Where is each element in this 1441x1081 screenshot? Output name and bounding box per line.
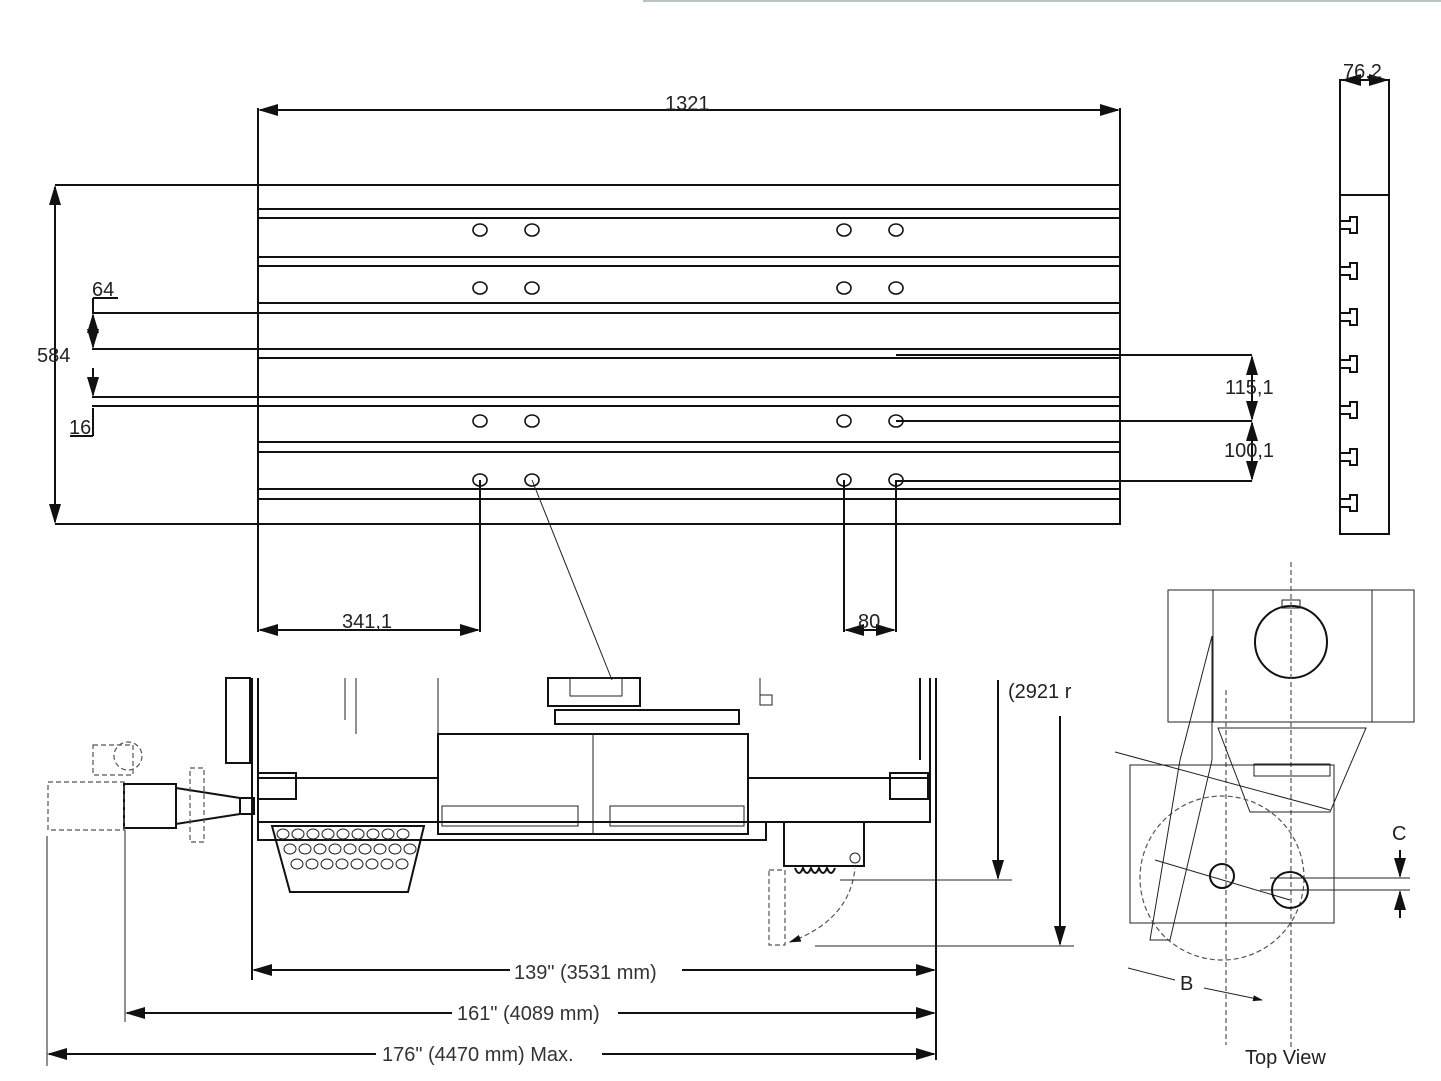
mounting-hole bbox=[524, 223, 540, 237]
dim-thickness-label: 76,2 bbox=[1343, 61, 1382, 83]
t-slot-profile bbox=[1340, 355, 1358, 373]
t-slot-profile bbox=[1340, 401, 1358, 419]
label-c: C bbox=[1392, 823, 1406, 845]
table-side-profile: 76,2 bbox=[1339, 61, 1390, 535]
label-b: B bbox=[1180, 973, 1193, 995]
vent-hole bbox=[366, 828, 380, 840]
dim-length-max-label: 176" (4470 mm) Max. bbox=[382, 1044, 574, 1066]
mounting-hole bbox=[888, 281, 904, 295]
top-view: C B Top View bbox=[1114, 562, 1415, 1069]
vent-hole bbox=[358, 843, 372, 855]
dim-hole-edge-label: 341,1 bbox=[342, 611, 392, 633]
mounting-hole bbox=[472, 281, 488, 295]
vent-hole bbox=[396, 828, 410, 840]
vent-hole bbox=[321, 828, 335, 840]
dim-height-label: (2921 r bbox=[1008, 681, 1072, 703]
mounting-hole bbox=[836, 223, 852, 237]
top-view-title: Top View bbox=[1245, 1047, 1326, 1069]
vent-hole bbox=[403, 843, 417, 855]
vent-hole bbox=[306, 828, 320, 840]
mounting-holes bbox=[472, 223, 904, 487]
machine-side-view: (2921 r 139" (3531 mm) 161" (4089 mm) 17… bbox=[46, 677, 1074, 1066]
vent-hole bbox=[350, 858, 364, 870]
vent-hole bbox=[365, 858, 379, 870]
vent-hole bbox=[305, 858, 319, 870]
vent-hole bbox=[283, 843, 297, 855]
dim-length-label: 1321 bbox=[665, 93, 710, 115]
dim-hole-spacing-label: 80 bbox=[858, 611, 880, 633]
t-slot-lines bbox=[258, 208, 1120, 500]
dim-hole-offset-1-label: 115,1 bbox=[1225, 377, 1274, 399]
vent-hole bbox=[290, 858, 304, 870]
t-slot-profile bbox=[1340, 216, 1358, 234]
vent-hole bbox=[336, 828, 350, 840]
vent-hole bbox=[381, 828, 395, 840]
dim-hole-offset-2-label: 100,1 bbox=[1224, 440, 1274, 462]
dim-slot-pitch-label: 64 bbox=[92, 279, 114, 301]
mounting-hole bbox=[524, 281, 540, 295]
mounting-hole bbox=[888, 223, 904, 237]
vent-hole bbox=[313, 843, 327, 855]
vent-holes bbox=[276, 828, 417, 870]
vent-hole bbox=[298, 843, 312, 855]
t-slot-profile bbox=[1340, 308, 1358, 326]
mounting-hole bbox=[524, 414, 540, 428]
dim-width-label: 584 bbox=[37, 345, 70, 367]
vent-hole bbox=[328, 843, 342, 855]
mounting-hole bbox=[472, 414, 488, 428]
vent-hole bbox=[388, 843, 402, 855]
vent-hole bbox=[291, 828, 305, 840]
table-plan-view: 1321 584 64 16 115,1 100,1 341,1 bbox=[37, 93, 1274, 681]
dim-length-2-label: 161" (4089 mm) bbox=[457, 1003, 600, 1025]
vent-hole bbox=[335, 858, 349, 870]
vent-hole bbox=[343, 843, 357, 855]
vent-hole bbox=[395, 858, 409, 870]
dim-length-1-label: 139" (3531 mm) bbox=[514, 962, 657, 984]
t-slot-profile bbox=[1340, 494, 1358, 512]
vent-hole bbox=[276, 828, 290, 840]
t-slot-profile bbox=[1340, 448, 1358, 466]
mounting-hole bbox=[836, 281, 852, 295]
dim-slot-width-label: 16 bbox=[69, 417, 91, 439]
vent-hole bbox=[320, 858, 334, 870]
leader-line bbox=[531, 479, 613, 681]
t-slot-profile bbox=[1340, 262, 1358, 280]
mounting-hole bbox=[836, 414, 852, 428]
vent-hole bbox=[380, 858, 394, 870]
vent-hole bbox=[351, 828, 365, 840]
mounting-hole bbox=[472, 223, 488, 237]
vent-hole bbox=[373, 843, 387, 855]
top-border bbox=[643, 0, 1441, 2]
